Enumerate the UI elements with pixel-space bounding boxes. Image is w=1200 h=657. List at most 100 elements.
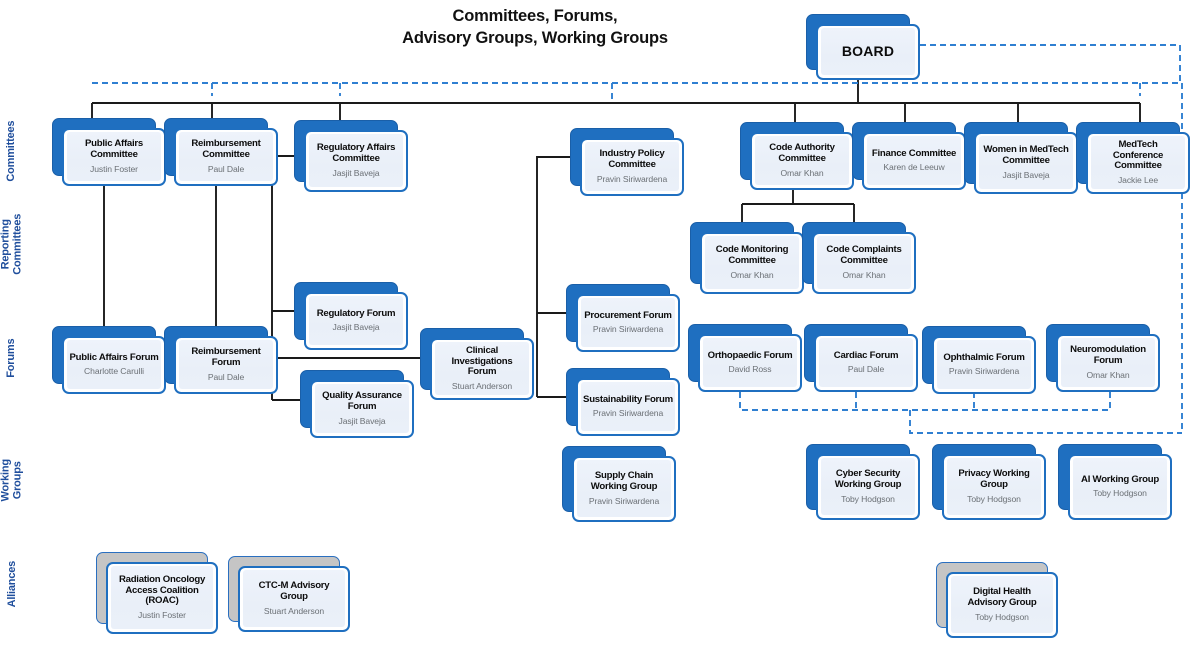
node-title-regulatory-forum: Regulatory Forum [316,307,396,319]
node-title-code-complaints-committee: Code Complaints Committee [826,244,902,266]
node-title-reimbursement-committee: Reimbursement Committee [191,138,261,160]
node-owner-roac-alliance: Justin Foster [138,610,186,621]
node-owner-neuromodulation-forum: Omar Khan [1086,369,1130,380]
page-title: Committees, Forums, Advisory Groups, Wor… [370,5,700,50]
node-title-clinical-investigations-forum: Clinical Investigations Forum [451,344,513,378]
node-title-sustainability-forum: Sustainability Forum [583,393,673,405]
node-title-ophthalmic-forum: Ophthalmic Forum [943,351,1025,363]
node-owner-regulatory-forum: Jasjit Baveja [332,322,380,333]
node-title-public-affairs-forum: Public Affairs Forum [69,351,159,363]
node-card-roac-alliance[interactable]: Radiation Oncology Access Coalition (ROA… [106,562,218,634]
node-title-finance-committee: Finance Committee [871,147,957,159]
node-title-supply-chain-working-group: Supply Chain Working Group [590,470,658,492]
row-label-alliances: Alliances [5,560,18,608]
node-card-board[interactable]: BOARD [816,24,920,80]
node-owner-women-in-medtech-committee: Jasjit Baveja [1002,169,1050,180]
node-roac-alliance[interactable]: Radiation Oncology Access Coalition (ROA… [96,552,218,634]
node-board[interactable]: BOARD [806,14,920,80]
node-title-cyber-security-working-group: Cyber Security Working Group [834,468,902,490]
node-owner-finance-committee: Karen de Leeuw [883,162,945,173]
node-title-neuromodulation-forum: Neuromodulation Forum [1070,344,1146,366]
node-owner-reimbursement-forum: Paul Dale [207,371,245,382]
node-title-digital-health-advisory-group: Digital Health Advisory Group [967,586,1037,608]
node-title-public-affairs-committee: Public Affairs Committee [85,138,143,160]
node-owner-ophthalmic-forum: Pravin Siriwardena [948,366,1020,377]
node-owner-orthopaedic-forum: David Ross [728,364,772,375]
node-title-cardiac-forum: Cardiac Forum [833,349,899,361]
node-title-ai-working-group: AI Working Group [1081,473,1159,485]
node-title-industry-policy-committee: Industry Policy Committee [599,148,665,170]
link-dashed-to-working-groups [909,410,1182,434]
node-owner-reimbursement-committee: Paul Dale [207,163,245,174]
link-industry-policy-bus [536,156,570,397]
node-title-medtech-conference-committee: MedTech Conference Committee [1112,138,1164,172]
node-title-board: BOARD [841,42,895,59]
node-owner-cardiac-forum: Paul Dale [847,364,885,375]
